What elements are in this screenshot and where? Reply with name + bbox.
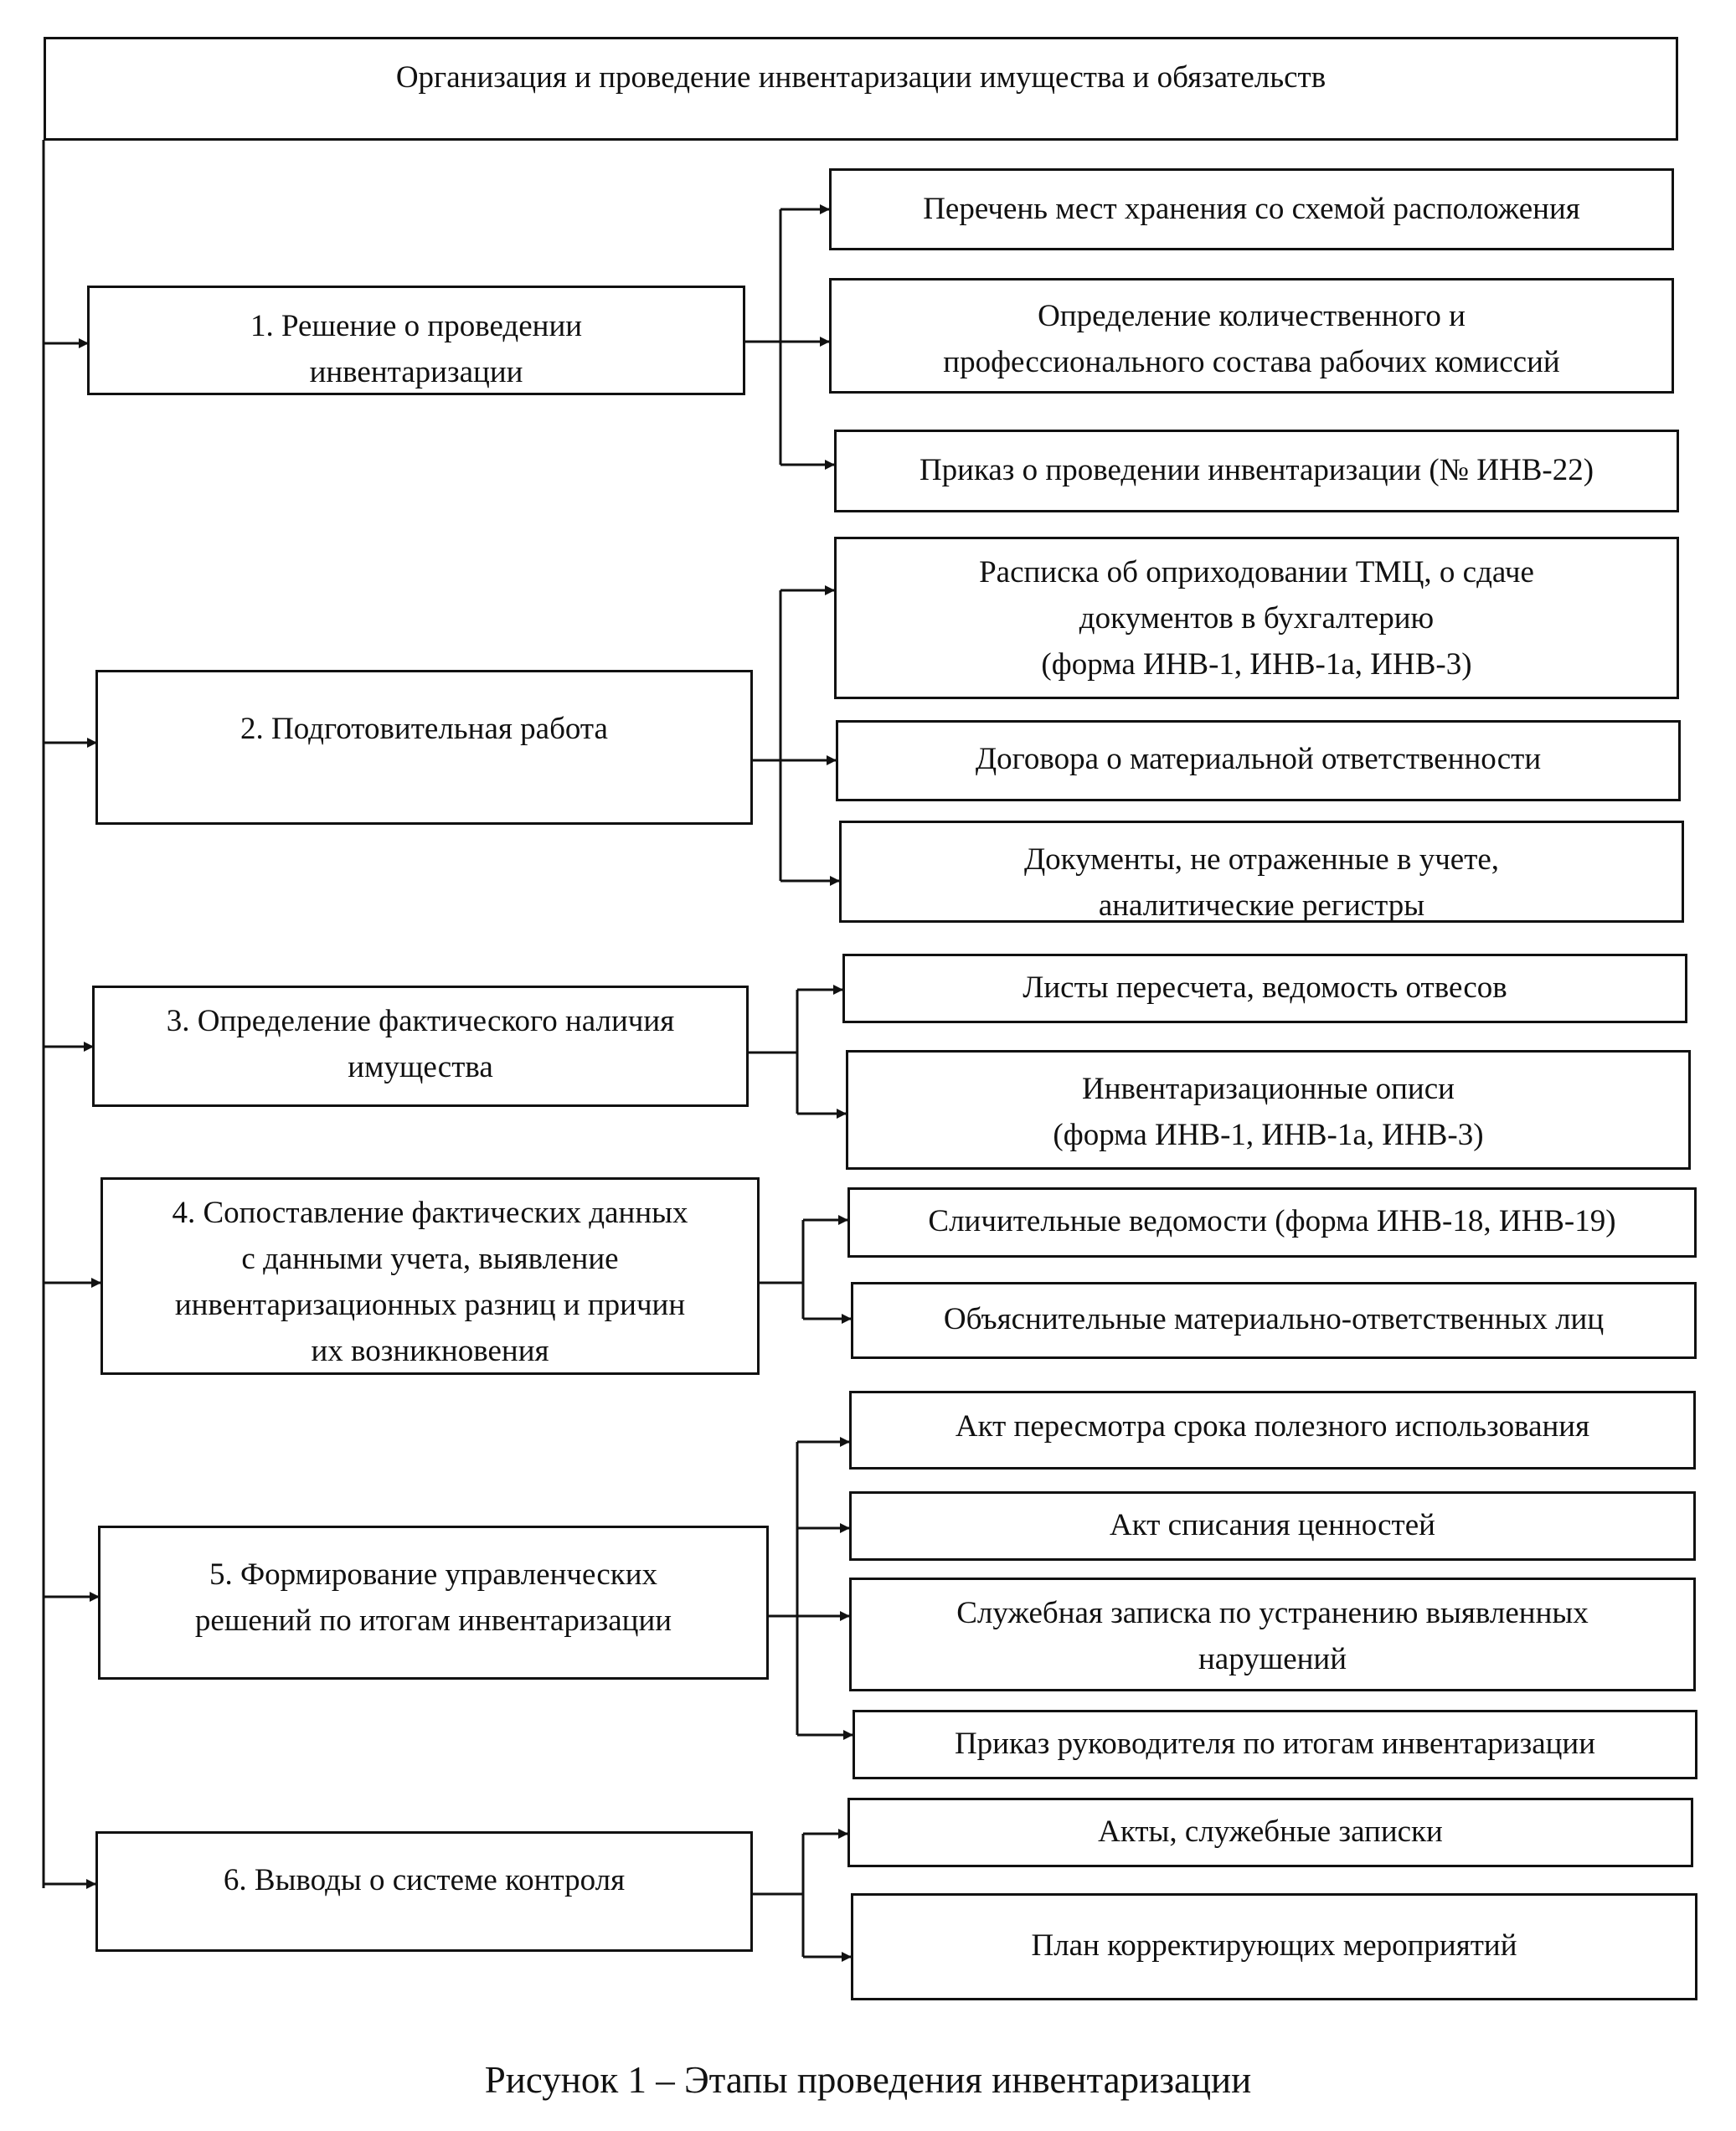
stage-5-item-2: Акт списания ценностей bbox=[849, 1491, 1696, 1561]
item-label: Договора о материальной ответственности bbox=[975, 742, 1542, 776]
stage-6-box: 6. Выводы о системе контроля bbox=[95, 1831, 753, 1952]
stage-5-label: 5. Формирование управленческих решений п… bbox=[194, 1557, 672, 1638]
stage-5-item-4: Приказ руководителя по итогам инвентариз… bbox=[853, 1710, 1697, 1779]
stage-5-item-3: Служебная записка по устранению выявленн… bbox=[849, 1578, 1696, 1691]
item-label: Акт списания ценностей bbox=[1110, 1508, 1435, 1542]
stage-4-item-1: Сличительные ведомости (форма ИНВ-18, ИН… bbox=[847, 1187, 1697, 1258]
stage-3-label: 3. Определение фактического наличия имущ… bbox=[166, 1004, 675, 1084]
title-box: Организация и проведение инвентаризации … bbox=[44, 37, 1678, 141]
diagram-title: Организация и проведение инвентаризации … bbox=[395, 60, 1326, 95]
stage-2-item-2: Договора о материальной ответственности bbox=[836, 720, 1681, 801]
stage-1-item-1: Перечень мест хранения со схемой располо… bbox=[829, 168, 1674, 250]
stage-2-label: 2. Подготовительная работа bbox=[240, 712, 608, 746]
item-label: Акт пересмотра срока полезного использов… bbox=[955, 1409, 1590, 1444]
item-label: План корректирующих мероприятий bbox=[1031, 1928, 1517, 1963]
item-label: Документы, не отраженные в учете, аналит… bbox=[1023, 842, 1500, 923]
stage-1-item-3: Приказ о проведении инвентаризации (№ ИН… bbox=[834, 430, 1679, 512]
item-label: Инвентаризационные описи (форма ИНВ-1, И… bbox=[1053, 1072, 1484, 1152]
item-label: Листы пересчета, ведомость отвесов bbox=[1023, 970, 1507, 1005]
stage-3-item-1: Листы пересчета, ведомость отвесов bbox=[842, 954, 1687, 1023]
stage-1-item-2: Определение количественного и профессион… bbox=[829, 278, 1674, 394]
stage-2-box: 2. Подготовительная работа bbox=[95, 670, 753, 825]
stage-6-item-1: Акты, служебные записки bbox=[847, 1798, 1693, 1867]
item-label: Сличительные ведомости (форма ИНВ-18, ИН… bbox=[928, 1204, 1616, 1238]
stage-2-item-3: Документы, не отраженные в учете, аналит… bbox=[839, 821, 1684, 923]
figure-caption: Рисунок 1 – Этапы проведения инвентариза… bbox=[484, 2059, 1252, 2101]
stage-5-box: 5. Формирование управленческих решений п… bbox=[98, 1526, 769, 1680]
item-label: Расписка об оприходовании ТМЦ, о сдаче д… bbox=[979, 555, 1534, 682]
item-label: Определение количественного и профессион… bbox=[943, 299, 1560, 379]
stage-4-item-2: Объяснительные материально-ответственных… bbox=[851, 1282, 1697, 1359]
stage-3-box: 3. Определение фактического наличия имущ… bbox=[92, 986, 749, 1107]
stage-6-item-2: План корректирующих мероприятий bbox=[851, 1893, 1697, 2000]
item-label: Объяснительные материально-ответственных… bbox=[943, 1302, 1605, 1336]
stage-2-item-1: Расписка об оприходовании ТМЦ, о сдаче д… bbox=[834, 537, 1679, 699]
item-label: Перечень мест хранения со схемой располо… bbox=[923, 192, 1580, 226]
stage-3-item-2: Инвентаризационные описи (форма ИНВ-1, И… bbox=[846, 1050, 1691, 1170]
stage-1-box: 1. Решение о проведении инвентаризации bbox=[87, 286, 745, 395]
stage-1-label: 1. Решение о проведении инвентаризации bbox=[250, 309, 583, 389]
item-label: Акты, служебные записки bbox=[1098, 1814, 1443, 1849]
stage-4-box: 4. Сопоставление фактических данных с да… bbox=[100, 1177, 760, 1375]
item-label: Служебная записка по устранению выявленн… bbox=[956, 1596, 1589, 1676]
stage-4-label: 4. Сопоставление фактических данных с да… bbox=[172, 1196, 688, 1368]
item-label: Приказ руководителя по итогам инвентариз… bbox=[954, 1727, 1596, 1761]
stage-5-item-1: Акт пересмотра срока полезного использов… bbox=[849, 1391, 1696, 1470]
item-label: Приказ о проведении инвентаризации (№ ИН… bbox=[919, 453, 1594, 487]
stage-6-label: 6. Выводы о системе контроля bbox=[223, 1863, 626, 1897]
